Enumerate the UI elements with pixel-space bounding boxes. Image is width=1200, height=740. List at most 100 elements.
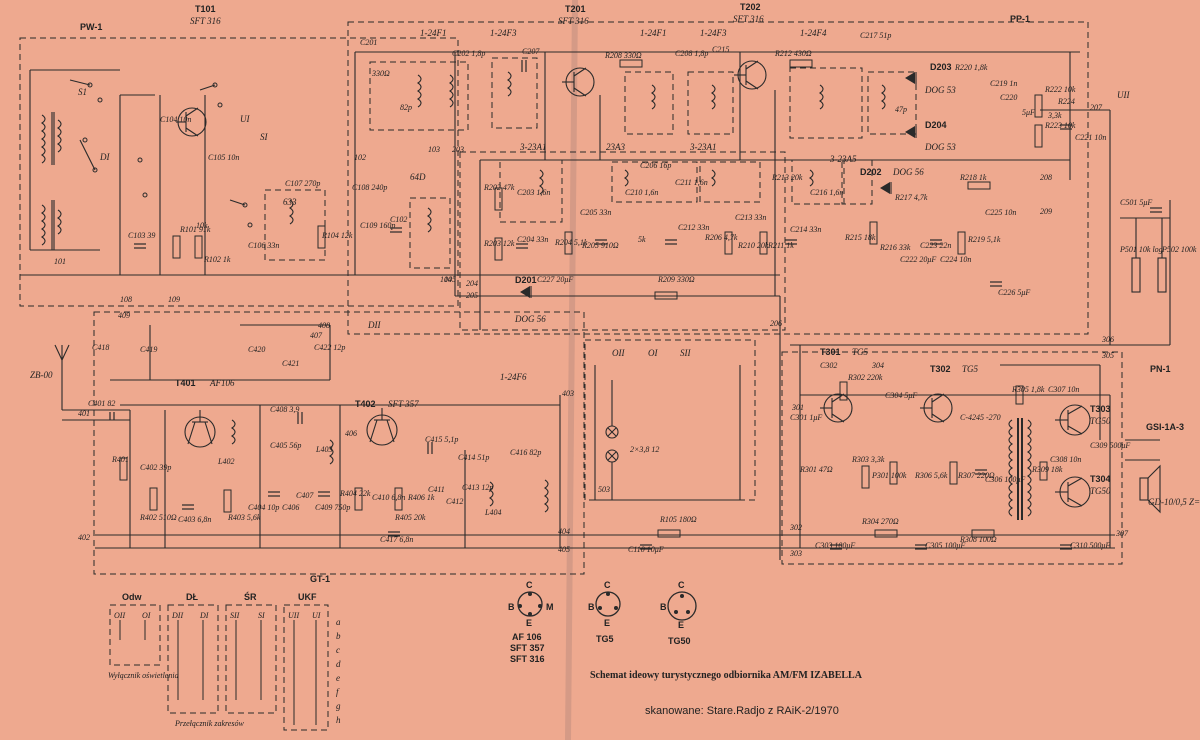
transistor-type: AF106: [209, 378, 235, 388]
component-label: R401: [111, 455, 129, 464]
component-label: 82p: [400, 103, 412, 112]
component-label: R205 910Ω: [581, 241, 619, 250]
component-label: R206 4,7k: [704, 233, 738, 242]
component-label: 2×3,8 12: [630, 445, 659, 454]
pinout-type: AF 106: [512, 632, 542, 642]
component-label: 330Ω: [371, 69, 390, 78]
diode-ref: D203: [930, 62, 952, 72]
node-label: 105: [444, 275, 456, 284]
component-label: R301 47Ω: [799, 465, 833, 474]
node-label: 409: [118, 311, 130, 320]
transistor-ref: T303: [1090, 404, 1111, 414]
volume-potentiometers: [1120, 217, 1170, 293]
row-letter: d: [336, 659, 341, 669]
component-label: R216 33k: [879, 243, 911, 252]
component-label: R102 1k: [203, 255, 231, 264]
node-label: 108: [120, 295, 132, 304]
component-label: C409 750p: [315, 503, 350, 512]
node-label: 101: [54, 257, 66, 266]
pin-label: B: [508, 602, 515, 612]
component-label: P502 100k: [1161, 245, 1197, 254]
component-label: R105 180Ω: [659, 515, 697, 524]
component-label: R404 22k: [339, 489, 371, 498]
pinout-type: TG5: [596, 634, 614, 644]
component-label: P301 100k: [871, 471, 907, 480]
component-label: C202 1,8p: [452, 49, 485, 58]
component-label: R405 20k: [394, 513, 426, 522]
filter-label: 23A3: [606, 142, 625, 152]
component-label: C310 500μF: [1070, 541, 1110, 550]
component-label: C417 6,8n: [380, 535, 413, 544]
component-label: C404 10p: [248, 503, 279, 512]
component-label: C102: [390, 215, 407, 224]
diode-type: DOG 56: [892, 167, 924, 177]
component-label: C211 1,6n: [675, 178, 708, 187]
pin-label: B: [660, 602, 667, 612]
switch-labels: S1 DI DII UI UII SI SII OI OII: [78, 87, 1130, 358]
component-label: C216 1,6n: [810, 188, 843, 197]
component-label: R208 330Ω: [604, 51, 642, 60]
component-label: C307 10n: [1048, 385, 1079, 394]
component-label: C412: [446, 497, 463, 506]
component-label: L404: [484, 508, 501, 517]
pin-label: E: [526, 618, 532, 628]
pin-label: B: [588, 602, 595, 612]
earphone-jack-label: GSI-1A-3: [1146, 422, 1184, 432]
switch-label: SII: [680, 348, 691, 358]
legend-caption: Przełącznik zakresów: [174, 719, 244, 728]
speaker-symbol: [1125, 439, 1161, 514]
row-letter: f: [336, 687, 340, 697]
node-label: 304: [871, 361, 884, 370]
legend-contact: DI: [199, 611, 209, 620]
transistor-ref: T302: [930, 364, 951, 374]
diode-symbols: [520, 72, 917, 298]
component-label: C213 33n: [735, 213, 766, 222]
filter-label: 1-24F1: [640, 28, 667, 38]
module-pp1-outline: [347, 21, 1089, 335]
node-label: 403: [562, 389, 574, 398]
switch-label: OI: [648, 348, 658, 358]
diode-type: DOG 53: [924, 142, 956, 152]
node-label: 204: [466, 279, 478, 288]
module-label-pw1: PW-1: [80, 22, 102, 32]
pinout-tg5: C B E TG5: [588, 580, 621, 644]
component-label: C225 10n: [985, 208, 1016, 217]
if-transformers: [231, 57, 917, 513]
filter-label: 1-24F6: [500, 372, 527, 382]
transistor-ref: T201: [565, 4, 586, 14]
pin-label: C: [678, 580, 685, 590]
transistor-type: TG50: [1090, 416, 1111, 426]
component-label: C224 10n: [940, 255, 971, 264]
component-label: 47p: [895, 105, 907, 114]
legend-contact: SI: [258, 611, 265, 620]
legend-contact: DII: [171, 611, 183, 620]
speaker-label: GD-10/0,5 Z=25Ω: [1148, 497, 1200, 507]
component-label: C405 56p: [270, 441, 301, 450]
component-label: C306 100μF: [985, 475, 1025, 484]
switch-label: DI: [99, 152, 110, 162]
component-label: R308 100Ω: [959, 535, 997, 544]
schematic-title: Schemat ideowy turystycznego odbiornika …: [590, 670, 863, 681]
component-label: R202 47k: [483, 183, 515, 192]
component-label: R304 270Ω: [861, 517, 899, 526]
switch-label: SI: [260, 132, 269, 142]
component-label: C214 33n: [790, 225, 821, 234]
legend-contact: OI: [142, 611, 151, 620]
diode-ref: D201: [515, 275, 537, 285]
component-label: R224: [1057, 97, 1075, 106]
node-label: 402: [78, 533, 90, 542]
if-detector-outline: [459, 151, 786, 331]
component-label: 5μF: [1022, 108, 1035, 117]
filter-label: 1-24F4: [800, 28, 827, 38]
switch-label: OII: [612, 348, 625, 358]
node-label: 503: [598, 485, 610, 494]
node-label: 103: [428, 145, 440, 154]
transistor-t303-symbol: [1055, 404, 1091, 436]
row-letter: c: [336, 645, 340, 655]
component-label: C205 33n: [580, 208, 611, 217]
pinout-tg50: C B E TG50: [660, 580, 697, 646]
component-label: C110 10μF: [628, 545, 664, 554]
output-transformer: [1008, 418, 1032, 520]
ferrite-antenna-coils: [29, 69, 120, 251]
pinout-af106: C B M E AF 106 SFT 357 SFT 316: [508, 580, 554, 664]
